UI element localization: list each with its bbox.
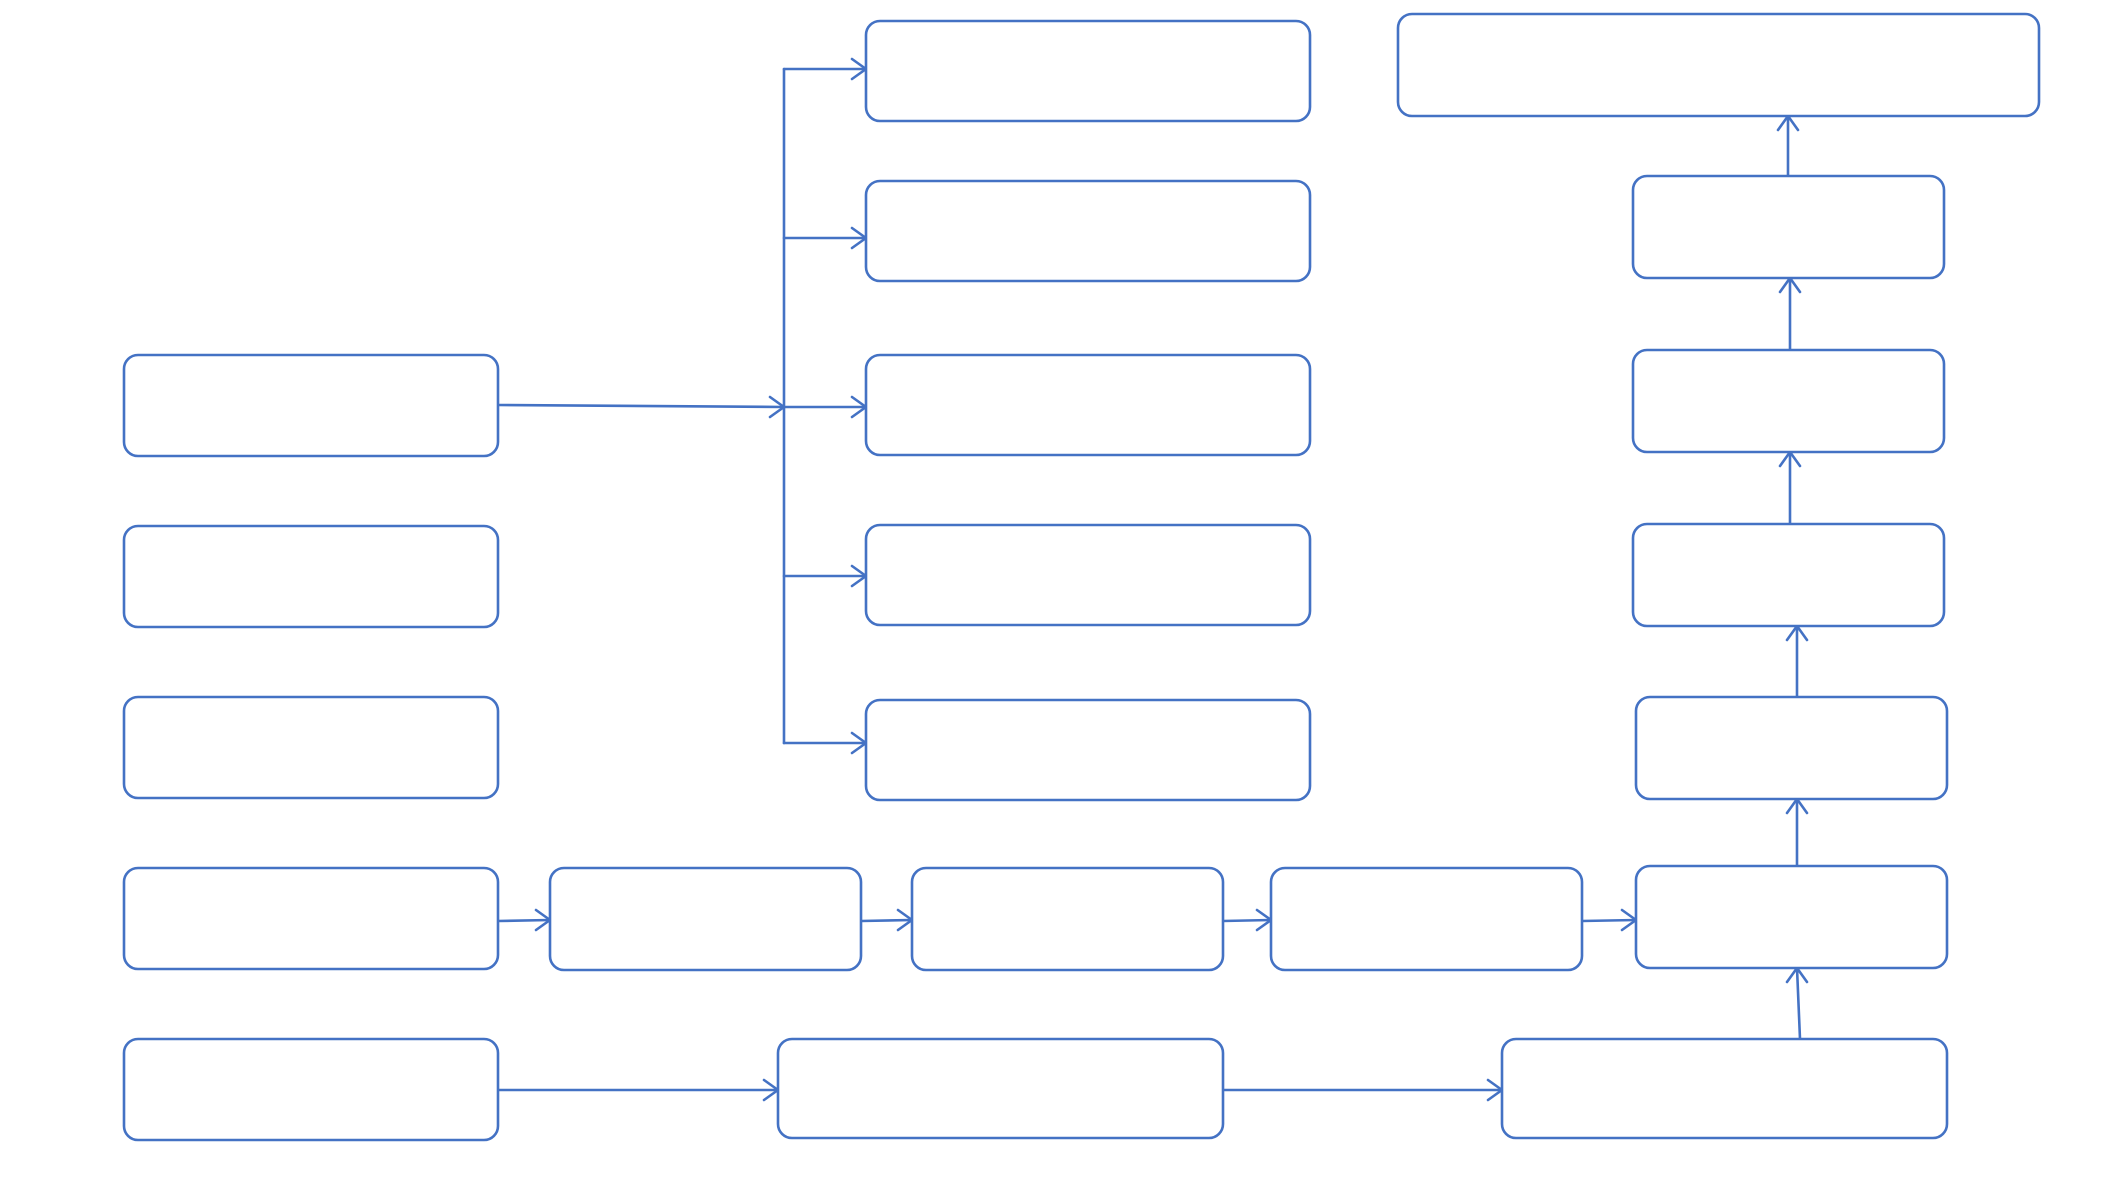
edge-chain-0-to-chain-1: [496, 918, 552, 923]
edge-bottom-right-to-right-col-6: [1795, 966, 1802, 1041]
node-box: [864, 353, 1312, 457]
node-box: [1631, 522, 1946, 628]
node-box: [1634, 695, 1949, 801]
node-box: [1631, 174, 1946, 280]
node-box: [122, 866, 500, 971]
node-box: [1396, 12, 2041, 118]
node-left-1: [122, 353, 500, 458]
node-box: [1500, 1037, 1949, 1140]
edge-chain-3-to-right-col-6: [1580, 918, 1638, 923]
node-left-5: [122, 1037, 500, 1142]
node-box: [1631, 348, 1946, 454]
node-branch-3: [864, 353, 1312, 457]
node-box: [122, 1037, 500, 1142]
node-chain-3: [1269, 866, 1584, 972]
node-box: [122, 695, 500, 800]
node-box: [1269, 866, 1584, 972]
edge-chain-1-to-chain-2: [859, 918, 914, 923]
node-right-col-4: [1634, 695, 1949, 801]
nodes-layer: [122, 12, 2041, 1142]
node-box: [864, 19, 1312, 123]
edge-left-1-to-bus: [496, 403, 786, 409]
node-chain-1: [548, 866, 863, 972]
node-right-col-1: [1631, 174, 1946, 280]
node-left-3: [122, 695, 500, 800]
node-branch-1: [864, 19, 1312, 123]
node-box: [122, 524, 500, 629]
node-box: [122, 353, 500, 458]
node-box: [864, 179, 1312, 283]
node-top-right: [1396, 12, 2041, 118]
node-box: [548, 866, 863, 972]
node-box: [776, 1037, 1225, 1140]
node-branch-5: [864, 698, 1312, 802]
node-bottom-right: [1500, 1037, 1949, 1140]
node-bottom-middle: [776, 1037, 1225, 1140]
edge-chain-2-to-chain-3: [1221, 918, 1273, 923]
node-left-4: [122, 866, 500, 971]
node-branch-2: [864, 179, 1312, 283]
node-branch-4: [864, 523, 1312, 627]
node-right-col-3: [1631, 522, 1946, 628]
node-box: [1634, 864, 1949, 970]
node-right-col-2: [1631, 348, 1946, 454]
node-left-2: [122, 524, 500, 629]
node-box: [910, 866, 1225, 972]
node-right-col-6: [1634, 864, 1949, 970]
node-chain-2: [910, 866, 1225, 972]
node-box: [864, 698, 1312, 802]
node-box: [864, 523, 1312, 627]
